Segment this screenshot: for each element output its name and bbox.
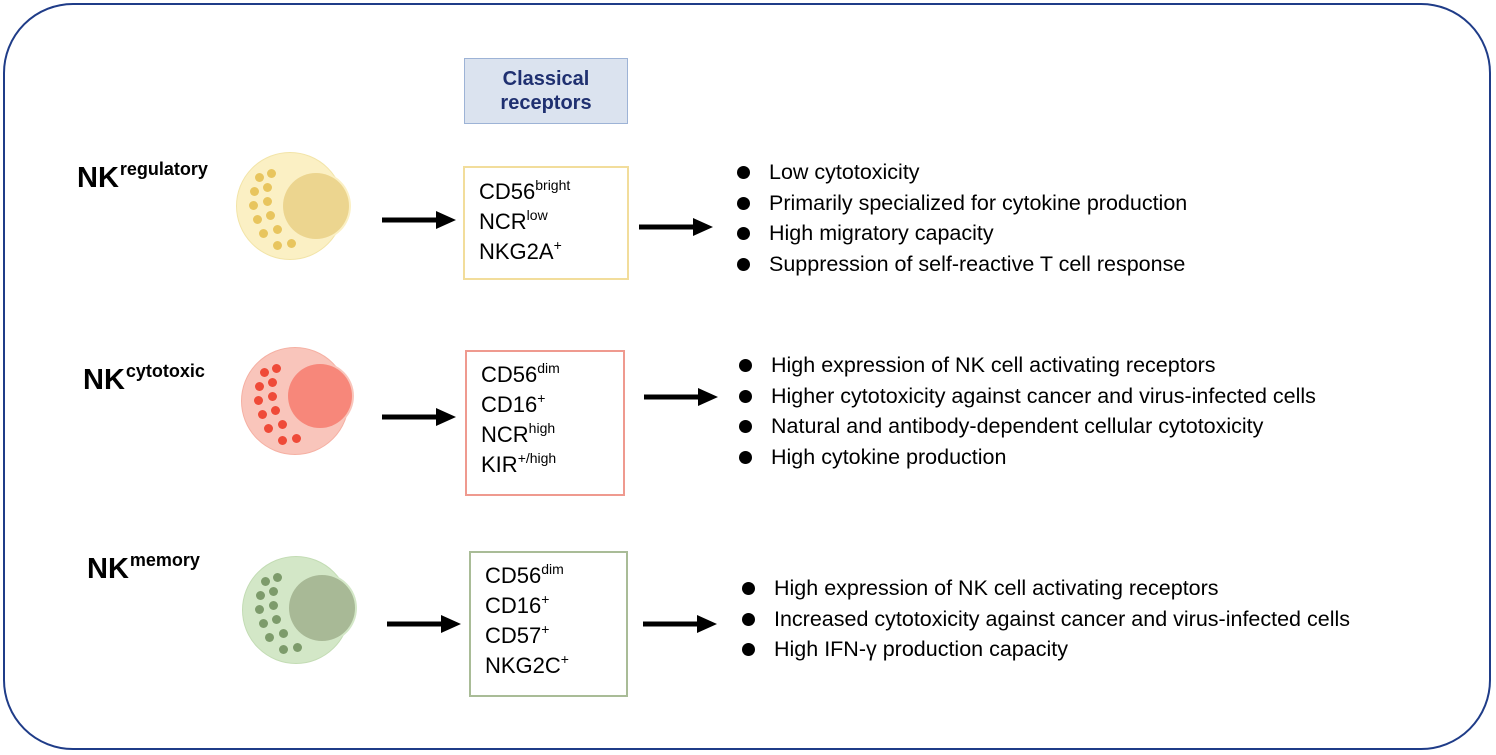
label-sup: cytotoxic — [125, 361, 205, 381]
arrow-icon — [382, 211, 456, 229]
header-line-2: receptors — [500, 92, 592, 114]
granule-dot — [278, 420, 287, 429]
property-item: High expression of NK cell activating re… — [741, 573, 1350, 604]
receptor-ncr: NCRlow — [479, 207, 548, 234]
granule-dot — [278, 436, 287, 445]
granule-dot — [250, 187, 259, 196]
receptor-nkg2c: NKG2C+ — [485, 651, 569, 678]
receptor-cd57: CD57+ — [485, 621, 550, 648]
arrow-icon — [382, 408, 456, 426]
granule-dot — [266, 211, 275, 220]
nk-regulatory-receptor-box: CD56bright NCRlow NKG2A+ — [463, 166, 629, 280]
property-item: Higher cytotoxicity against cancer and v… — [738, 381, 1316, 412]
property-item: High IFN-γ production capacity — [741, 634, 1350, 665]
arrow-icon — [639, 218, 713, 236]
nk-regulatory-label: NKregulatory — [77, 160, 208, 193]
property-item: Suppression of self-reactive T cell resp… — [736, 249, 1187, 280]
granule-dot — [269, 601, 278, 610]
classical-receptors-header: Classical receptors — [464, 58, 628, 124]
granule-dot — [255, 605, 264, 614]
nk-cytotoxic-properties: High expression of NK cell activating re… — [738, 350, 1316, 472]
nk-memory-cell-icon — [242, 556, 355, 664]
granule-dot — [268, 378, 277, 387]
granule-dot — [255, 382, 264, 391]
arrow-icon — [644, 388, 718, 406]
property-item: Primarily specialized for cytokine produ… — [736, 188, 1187, 219]
granule-dot — [249, 201, 258, 210]
granule-dot — [273, 241, 282, 250]
property-item: High cytokine production — [738, 442, 1316, 473]
receptor-kir: KIR+/high — [481, 450, 557, 477]
property-item: High expression of NK cell activating re… — [738, 350, 1316, 381]
arrow-icon — [643, 615, 717, 633]
diagram-frame — [3, 3, 1491, 750]
granule-dot — [253, 215, 262, 224]
property-item: Natural and antibody-dependent cellular … — [738, 411, 1316, 442]
granule-dot — [279, 645, 288, 654]
granule-dot — [287, 239, 296, 248]
nk-cytotoxic-label: NKcytotoxic — [83, 362, 205, 395]
property-item: Increased cytotoxicity against cancer an… — [741, 604, 1350, 635]
label-sup: memory — [129, 550, 200, 570]
receptor-cd16: CD16+ — [481, 390, 546, 417]
nk-memory-properties: High expression of NK cell activating re… — [741, 573, 1350, 665]
granule-dot — [272, 615, 281, 624]
nk-regulatory-properties: Low cytotoxicity Primarily specialized f… — [736, 157, 1187, 279]
nk-regulatory-cell-icon — [236, 152, 349, 260]
receptor-cd16: CD16+ — [485, 591, 550, 618]
granule-dot — [256, 591, 265, 600]
receptor-nkg2a: NKG2A+ — [479, 237, 562, 264]
granule-dot — [259, 229, 268, 238]
label-sup: regulatory — [119, 159, 208, 179]
header-line-1: Classical — [502, 68, 590, 90]
receptor-cd56: CD56dim — [481, 360, 560, 387]
granule-dot — [269, 587, 278, 596]
nk-memory-label: NKmemory — [87, 551, 200, 584]
receptor-cd56: CD56bright — [479, 177, 571, 204]
granule-dot — [264, 424, 273, 433]
granule-dot — [272, 364, 281, 373]
granule-dot — [260, 368, 269, 377]
nucleus-icon — [288, 364, 352, 428]
granule-dot — [259, 619, 268, 628]
granule-dot — [279, 629, 288, 638]
granule-dot — [254, 396, 263, 405]
granule-dot — [292, 434, 301, 443]
nucleus-icon — [283, 173, 349, 239]
granule-dot — [258, 410, 267, 419]
granule-dot — [273, 225, 282, 234]
granule-dot — [263, 183, 272, 192]
nk-cytotoxic-cell-icon — [241, 347, 352, 455]
label-main: NK — [77, 162, 119, 194]
property-item: High migratory capacity — [736, 218, 1187, 249]
granule-dot — [265, 633, 274, 642]
granule-dot — [267, 169, 276, 178]
granule-dot — [271, 406, 280, 415]
arrow-icon — [387, 615, 461, 633]
granule-dot — [273, 573, 282, 582]
receptor-cd56: CD56dim — [485, 561, 564, 588]
nk-cytotoxic-receptor-box: CD56dim CD16+ NCRhigh KIR+/high — [465, 350, 625, 496]
granule-dot — [255, 173, 264, 182]
granule-dot — [268, 392, 277, 401]
granule-dot — [263, 197, 272, 206]
property-item: Low cytotoxicity — [736, 157, 1187, 188]
granule-dot — [261, 577, 270, 586]
receptor-ncr: NCRhigh — [481, 420, 556, 447]
label-main: NK — [83, 364, 125, 396]
label-main: NK — [87, 553, 129, 585]
granule-dot — [293, 643, 302, 652]
nk-memory-receptor-box: CD56dim CD16+ CD57+ NKG2C+ — [469, 551, 628, 697]
nucleus-icon — [289, 575, 355, 641]
